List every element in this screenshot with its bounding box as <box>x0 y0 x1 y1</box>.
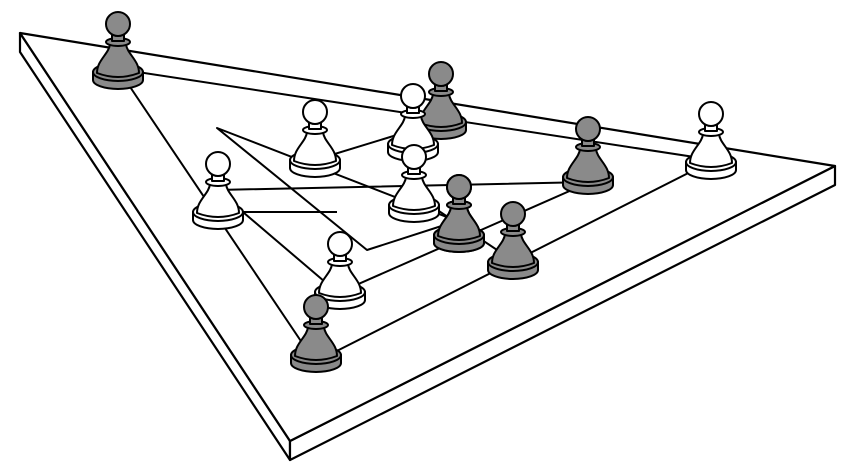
light-pawn-light-3 <box>686 102 736 179</box>
